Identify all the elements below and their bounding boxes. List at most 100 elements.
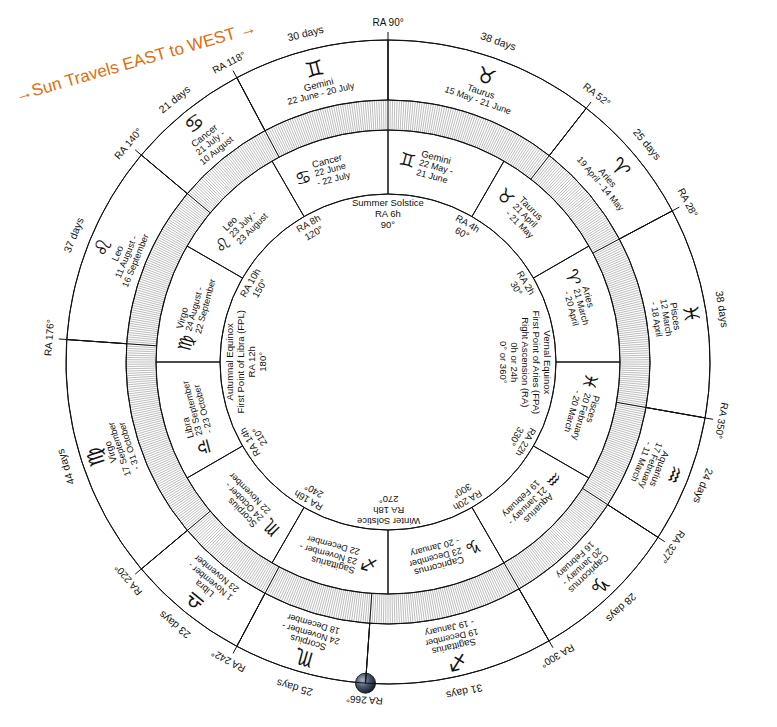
hatch-tick (186, 196, 208, 214)
hatch-tick (620, 364, 649, 365)
hatch-tick (232, 549, 249, 572)
hatch-tick (175, 210, 199, 227)
hatch-tick (404, 101, 406, 130)
hatch-tick (396, 101, 397, 130)
ra-hour-label: RA 10h 150° (237, 264, 274, 307)
hatch-tick (153, 247, 179, 260)
hatch-tick (608, 438, 635, 447)
sector-content: ♑Capricornus23 December - 20 January (395, 530, 484, 581)
hatch-tick (314, 585, 322, 613)
hatch-tick (612, 292, 640, 300)
label-group: RA 140° (112, 126, 144, 162)
hatch-tick (545, 169, 565, 190)
hatch-tick (422, 592, 426, 621)
hatch-tick (127, 380, 156, 382)
hatch-tick (432, 105, 438, 133)
hatch-tick (143, 443, 170, 453)
ra-hour-label: RA 20h 300° (443, 476, 486, 513)
hatch-tick (195, 519, 216, 539)
hatch-tick (197, 521, 218, 541)
hatch-tick (130, 321, 159, 326)
hatch-tick (150, 254, 176, 266)
hatch-tick (171, 492, 195, 508)
hatch-tick (194, 187, 216, 206)
hatch-tick (562, 516, 584, 535)
hatch-tick (597, 464, 623, 477)
hatch-tick (222, 160, 240, 182)
hatch-tick (466, 115, 476, 142)
hatch-tick (475, 578, 486, 605)
hatch-tick (537, 162, 556, 184)
hatch-tick (460, 113, 469, 141)
hatch-tick (363, 593, 366, 622)
label-group: RA 28° (675, 186, 700, 219)
hatch-tick (210, 532, 230, 553)
hatch-tick (400, 101, 402, 130)
hatch-tick (338, 590, 344, 618)
hatch-tick (127, 341, 156, 343)
hatch-tick (620, 344, 649, 346)
hatch-tick (174, 495, 198, 512)
hatch-tick (620, 376, 649, 378)
sector-outline (608, 407, 705, 537)
hatch-tick (566, 194, 588, 213)
hatch-tick (537, 540, 556, 562)
hatch-tick (151, 460, 177, 472)
hatch-tick (127, 362, 156, 363)
hatch-tick (312, 584, 320, 612)
equinox-label: 0h or 24h (508, 342, 519, 382)
hatch-tick (231, 548, 248, 571)
hatch-tick (176, 208, 199, 225)
hatch-tick (145, 447, 172, 458)
hatch-tick (390, 594, 391, 623)
label-group: RA 176° (43, 319, 57, 357)
hatch-tick (552, 526, 573, 547)
hatch-tick (569, 197, 592, 215)
hatch-tick (550, 174, 570, 195)
hatch-tick (182, 201, 205, 219)
hatch-tick (523, 149, 540, 173)
days-label: 38 days (714, 290, 732, 328)
hatch-tick (192, 189, 214, 208)
hatch-tick (580, 494, 604, 510)
hatch-tick (424, 104, 429, 133)
days-label: 25 days (275, 677, 314, 699)
hatch-tick (294, 118, 304, 145)
hatch-tick (555, 524, 576, 544)
hatch-tick (176, 499, 199, 516)
hatch-tick (277, 125, 289, 151)
hatch-tick (149, 457, 175, 469)
hatch-tick (559, 519, 580, 539)
ra-hour-label: RA 4h 60° (443, 211, 486, 248)
hatch-tick (484, 124, 496, 150)
hatch-tick (127, 348, 156, 350)
hatch-tick (377, 101, 378, 130)
hatch-tick (144, 445, 171, 455)
hatch-tick (227, 545, 245, 568)
label-group: RA 22h 330° (502, 417, 539, 460)
hatch-tick (488, 126, 500, 152)
hatch-tick (139, 434, 167, 443)
hatch-tick (561, 187, 583, 206)
solstice-label: RA 6h 90° (369, 209, 406, 231)
hatch-tick (600, 458, 626, 470)
hatch-tick (598, 462, 624, 474)
hatch-tick (136, 424, 164, 432)
hatch-tick (127, 374, 156, 376)
hatch-tick (430, 105, 435, 134)
hatch-tick (208, 531, 228, 552)
hatch-tick (129, 396, 158, 400)
hatch-tick (456, 112, 464, 140)
sector-content: ♒Aquarius17 February - 11 March (623, 427, 697, 511)
zodiac-sector: ♋Cancer21 July - 10 August (140, 76, 266, 195)
hatch-tick (275, 572, 287, 598)
label-group: 38 days (714, 290, 732, 328)
hatch-tick (544, 535, 563, 557)
zodiac-sector: ♌Leo23 July - 23 August (186, 160, 306, 279)
hatch-tick (541, 537, 560, 559)
hatch-tick (567, 196, 589, 214)
hatch-tick (365, 101, 368, 130)
hatch-tick (280, 574, 292, 600)
hatch-tick (428, 104, 433, 133)
hatch-tick (127, 359, 156, 360)
